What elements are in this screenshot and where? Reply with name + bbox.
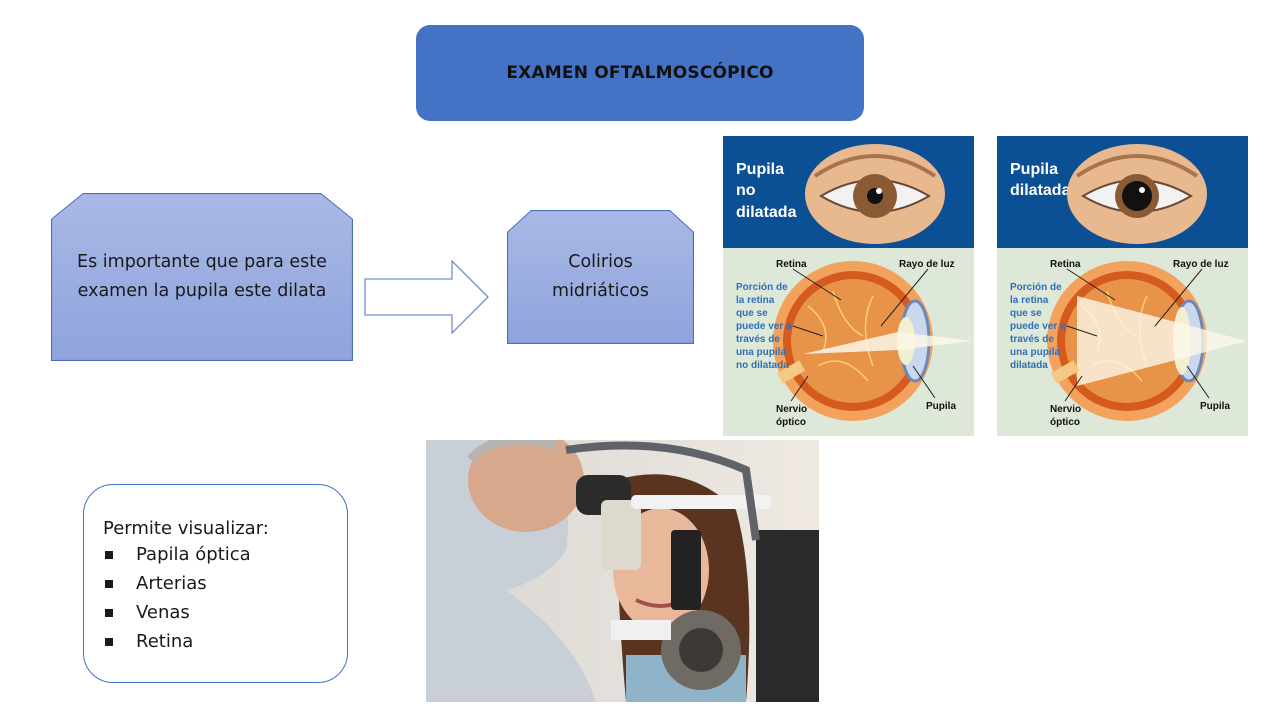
label-retina-portion: dilatada bbox=[1010, 360, 1048, 371]
external-eye-icon bbox=[805, 144, 945, 244]
structure-list: Papila óptica Arterias Venas Retina bbox=[103, 544, 251, 663]
label-retina-portion: puede ver a bbox=[736, 321, 792, 332]
square-bullet-icon bbox=[105, 580, 113, 588]
eye-diagram-dilated: Pupila dilatada Retina Rayo de luz Nervi… bbox=[997, 136, 1248, 436]
info-box-pupil-dilation: Es importante que para este examen la pu… bbox=[51, 193, 353, 361]
eye-diagram-non-dilated: Pupila no dilatada Retina Rayo de luz Ne… bbox=[723, 136, 974, 436]
visualization-list-box: Permite visualizar: Papila óptica Arteri… bbox=[83, 484, 348, 683]
label-retina-portion: una pupila bbox=[1010, 347, 1060, 358]
list-heading: Permite visualizar: bbox=[103, 518, 269, 539]
label-pupil: Pupila bbox=[926, 401, 956, 412]
list-item: Papila óptica bbox=[103, 544, 251, 576]
label-optic-nerve: óptico bbox=[776, 417, 806, 428]
label-retina-portion: que se bbox=[1010, 308, 1042, 319]
info-box-text: Colirios midriáticos bbox=[552, 252, 649, 301]
label-retina-portion: través de bbox=[1010, 334, 1054, 345]
panel-heading-line: Pupila bbox=[736, 161, 784, 178]
eye-exam-photo bbox=[426, 440, 819, 702]
external-eye-icon bbox=[1067, 144, 1207, 244]
label-retina-portion: una pupila bbox=[736, 347, 786, 358]
label-light-ray: Rayo de luz bbox=[899, 259, 955, 270]
list-item-text: Venas bbox=[136, 602, 190, 623]
list-item-text: Arterias bbox=[136, 573, 207, 594]
panel-heading-line: Pupila bbox=[1010, 161, 1058, 178]
label-retina-portion: la retina bbox=[1010, 295, 1049, 306]
eye-cross-section-icon bbox=[1047, 261, 1247, 421]
info-box-text: Es importante que para este examen la pu… bbox=[77, 252, 327, 301]
label-retina-portion: la retina bbox=[736, 295, 775, 306]
list-item: Venas bbox=[103, 602, 251, 634]
label-retina: Retina bbox=[1050, 259, 1081, 270]
eye-cross-section-icon bbox=[773, 261, 973, 421]
list-item: Arterias bbox=[103, 573, 251, 605]
label-retina-portion: Porción de bbox=[736, 282, 788, 293]
square-bullet-icon bbox=[105, 609, 113, 617]
right-arrow-icon bbox=[364, 260, 489, 334]
list-item-text: Papila óptica bbox=[136, 544, 251, 565]
label-retina: Retina bbox=[776, 259, 807, 270]
label-retina-portion: puede ver a bbox=[1010, 321, 1066, 332]
label-optic-nerve: Nervio bbox=[776, 404, 807, 415]
panel-heading-line: dilatada bbox=[1010, 182, 1071, 199]
label-retina-portion: través de bbox=[736, 334, 780, 345]
label-optic-nerve: óptico bbox=[1050, 417, 1080, 428]
list-item: Retina bbox=[103, 631, 251, 663]
square-bullet-icon bbox=[105, 638, 113, 646]
label-retina-portion: no dilatada bbox=[736, 360, 789, 371]
label-optic-nerve: Nervio bbox=[1050, 404, 1081, 415]
title-box: EXAMEN OFTALMOSCÓPICO bbox=[416, 25, 864, 121]
label-pupil: Pupila bbox=[1200, 401, 1230, 412]
info-box-mydriatic-drops: Colirios midriáticos bbox=[507, 210, 694, 344]
square-bullet-icon bbox=[105, 551, 113, 559]
list-item-text: Retina bbox=[136, 631, 194, 652]
label-retina-portion: que se bbox=[736, 308, 768, 319]
panel-heading-line: no bbox=[736, 182, 756, 199]
slide-title: EXAMEN OFTALMOSCÓPICO bbox=[506, 63, 774, 83]
panel-heading-line: dilatada bbox=[736, 204, 797, 221]
label-light-ray: Rayo de luz bbox=[1173, 259, 1229, 270]
label-retina-portion: Porción de bbox=[1010, 282, 1062, 293]
